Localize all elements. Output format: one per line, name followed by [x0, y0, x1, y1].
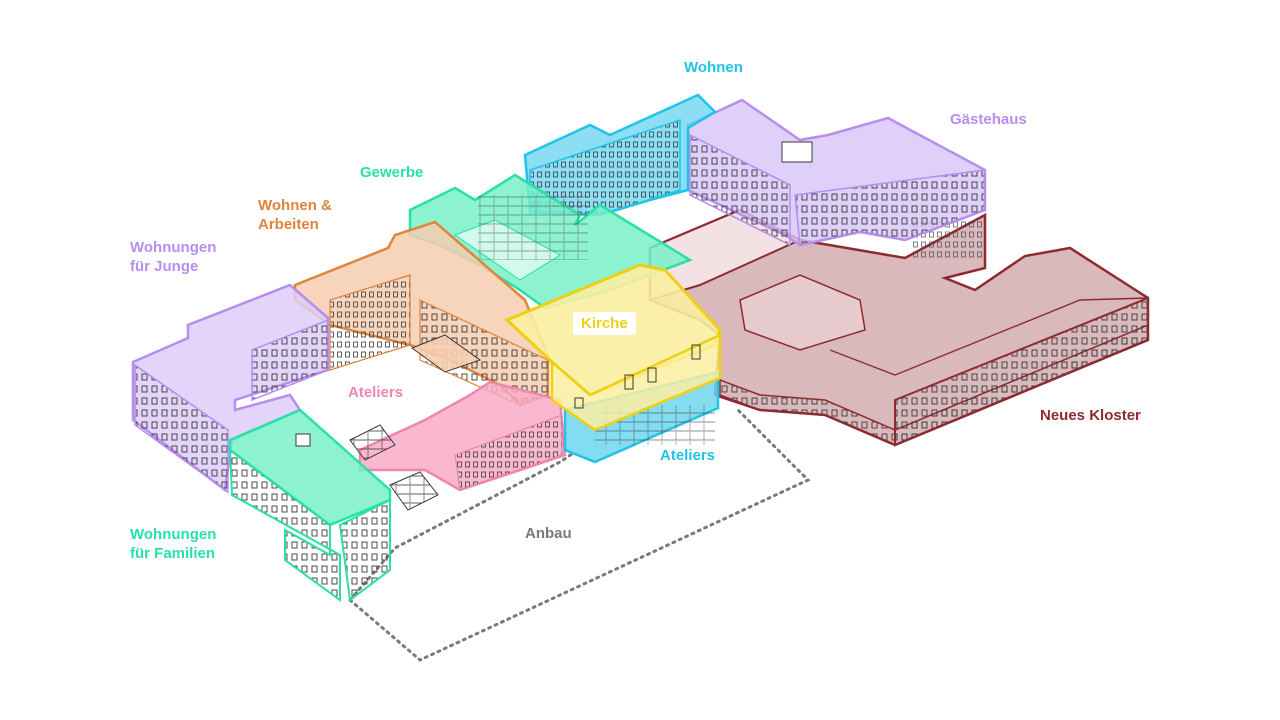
kirche-window-c: [691, 344, 701, 360]
label-anbau: Anbau: [525, 525, 572, 542]
kirche-facade: [550, 333, 722, 432]
ateliers-pink-stairs: [349, 424, 396, 461]
label-kirche: Kirche: [573, 312, 636, 335]
neues-kloster-courtyard: [739, 274, 866, 351]
gaestehaus-facade: [689, 133, 791, 247]
anbau-outline: [348, 408, 811, 662]
gaestehaus-facade-right: [794, 169, 986, 246]
building-ateliers-pink: [349, 380, 567, 511]
wohnungen-familien-roof-box: [295, 433, 311, 447]
building-wohnen-arbeiten: [293, 220, 550, 407]
label-ateliers-blue: Ateliers: [660, 447, 716, 464]
ateliers-pink-facade: [454, 414, 563, 491]
label-wohnungen-familien: Wohnungen für Familien: [130, 526, 217, 562]
label-wohnungen-junge: Wohnungen für Junge: [130, 239, 217, 275]
wohnen-arbeiten-canopy: [410, 334, 482, 373]
ateliers-pink-stairs-lower: [389, 471, 439, 511]
building-wohnungen-familien: [228, 408, 392, 602]
label-wohnen-arbeiten: Wohnen & Arbeiten: [258, 197, 332, 233]
neues-kloster-step-lines: [829, 297, 1149, 376]
wohnungen-junge-facade: [134, 363, 229, 494]
wohnen-arbeiten-facade: [329, 274, 411, 371]
label-ateliers-pink: Ateliers: [348, 384, 404, 401]
label-gaestehaus: Gästehaus: [950, 111, 1027, 128]
gaestehaus-roof-box: [781, 141, 813, 163]
kirche-window-b: [647, 367, 657, 383]
gewerbe-bands: [478, 195, 588, 260]
label-wohnen: Wohnen: [684, 59, 743, 76]
building-neues-kloster: [648, 208, 1150, 447]
building-gaestehaus: [686, 98, 987, 247]
wohnungen-junge-facade-right: [251, 318, 329, 402]
building-wohnungen-junge: [131, 283, 330, 494]
kirche-window-d: [574, 397, 584, 409]
label-neues-kloster: Neues Kloster: [1040, 407, 1141, 424]
wohnungen-familien-facade: [228, 447, 341, 602]
kirche-window-a: [624, 374, 634, 390]
label-gewerbe: Gewerbe: [360, 164, 424, 181]
wohnungen-familien-facade-right: [338, 498, 391, 602]
neues-kloster-facade-front: [894, 296, 1149, 447]
building-wohnen: [523, 93, 718, 217]
